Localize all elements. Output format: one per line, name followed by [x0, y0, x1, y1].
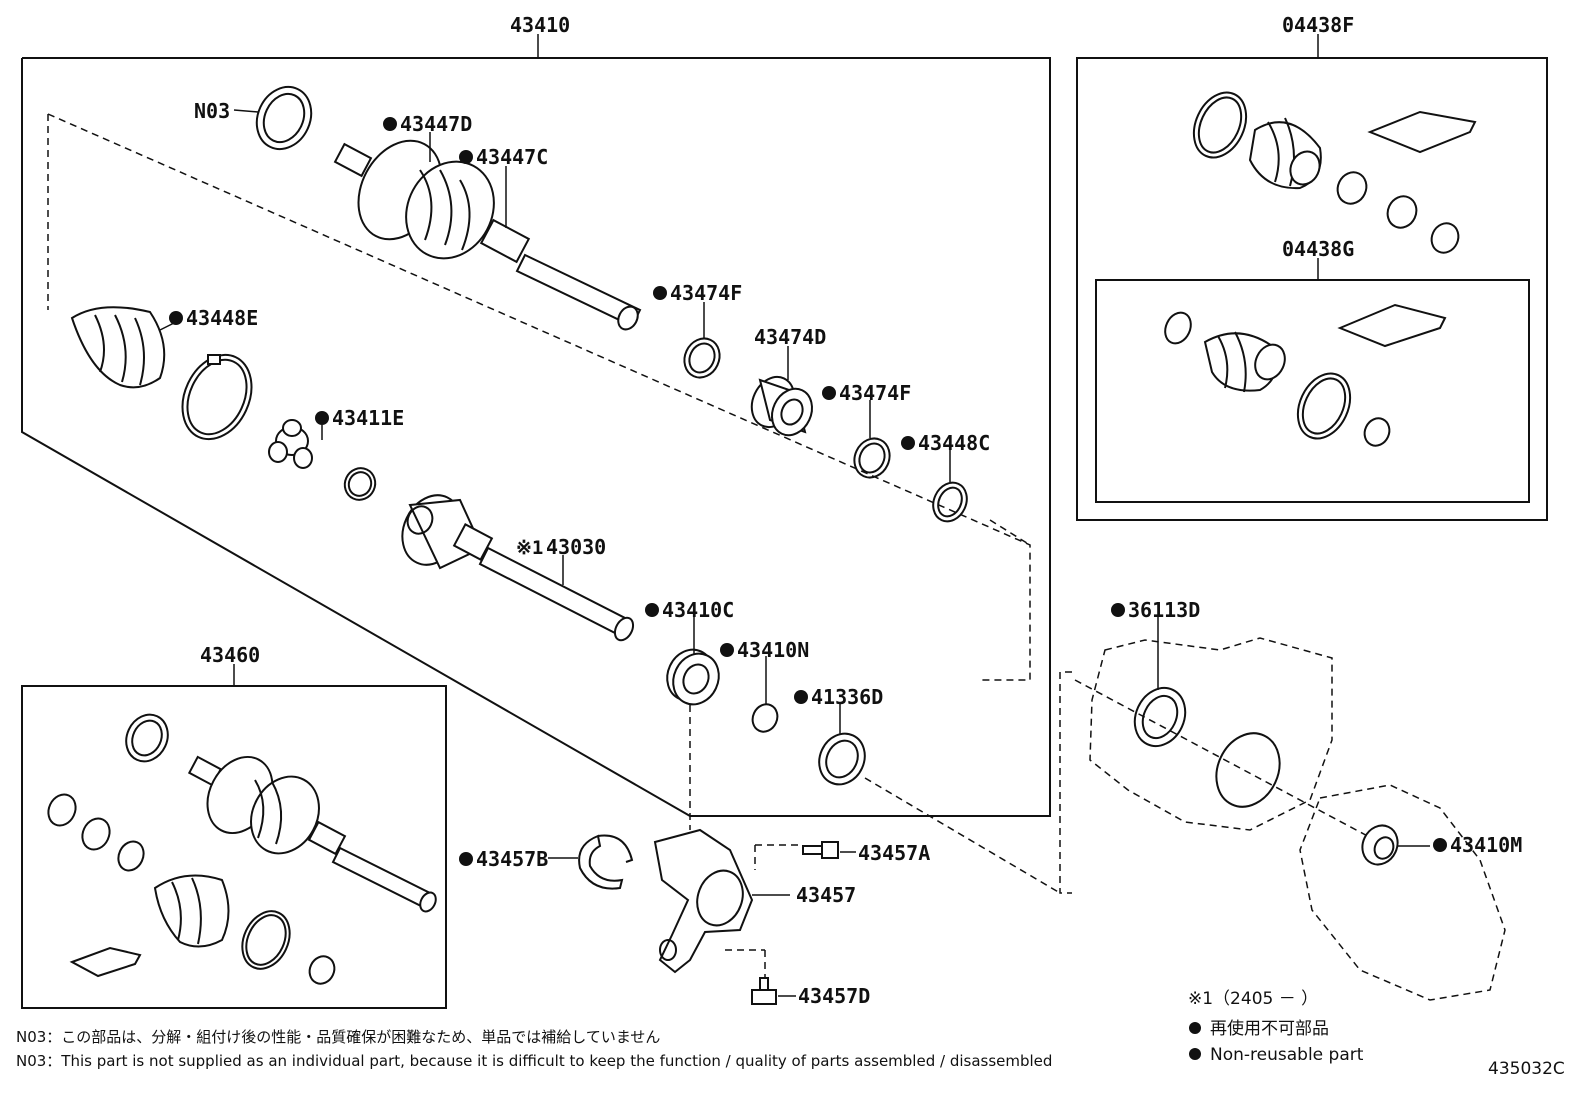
bracket-43457: 43457B 43457 43457A 43457D — [459, 828, 930, 1008]
label-43474F-mid: 43474F — [839, 381, 911, 405]
label-43030-mark: ※1 — [516, 537, 543, 559]
legend-mark1: ※1（2405 － ） — [1188, 989, 1318, 1009]
oil-seal-41336D: 41336D — [794, 685, 1061, 894]
label-36113D: 36113D — [1128, 598, 1200, 622]
diagram-code: 435032C — [1488, 1059, 1565, 1079]
legend-non-reusable-jp: 再使用不可部品 — [1210, 1018, 1329, 1039]
bearing-43410C: 43410C — [645, 598, 734, 830]
damper-43474D: 43474D — [750, 325, 826, 437]
label-43448E: 43448E — [186, 306, 258, 330]
assembly-04438F: 04438F — [1076, 13, 1548, 521]
snap-ring-43410N: 43410N — [720, 638, 809, 733]
clamp-43448C: 43448C — [901, 431, 990, 523]
notes: N03：この部品は、分解・組付け後の性能・品質確保が困難なため、単品では補給して… — [16, 1028, 1052, 1070]
label-43410C: 43410C — [662, 598, 734, 622]
label-n03: N03 — [194, 99, 230, 123]
legend-non-reusable-en: Non-reusable part — [1210, 1045, 1364, 1065]
note-en: N03：This part is not supplied as an indi… — [16, 1052, 1052, 1070]
label-41336D: 41336D — [811, 685, 883, 709]
label-43474D: 43474D — [754, 325, 826, 349]
outboard-joint-shaft: 43447D 43447C — [333, 112, 642, 331]
label-43457A: 43457A — [858, 841, 930, 865]
assembly-43410-label: 43410 — [510, 13, 570, 37]
legend: ※1（2405 － ） 再使用不可部品 Non-reusable part — [1188, 989, 1364, 1065]
ring-43474F-top: 43474F — [653, 281, 742, 379]
assembly-04438G: 04438G — [1095, 237, 1530, 503]
note-jp: N03：この部品は、分解・組付け後の性能・品質確保が困難なため、単品では補給して… — [16, 1028, 660, 1046]
label-43448C: 43448C — [918, 431, 990, 455]
inboard-joint-shaft-43030: ※1 43030 — [401, 494, 635, 642]
label-43447D: 43447D — [400, 112, 472, 136]
assembly-04438F-label: 04438F — [1282, 13, 1354, 37]
label-43457: 43457 — [796, 883, 856, 907]
assembly-43460: 43460 — [21, 643, 447, 1009]
label-43411E: 43411E — [332, 406, 404, 430]
ring-43474F-mid: 43474F — [822, 381, 911, 479]
label-43447C: 43447C — [476, 145, 548, 169]
label-43457D: 43457D — [798, 984, 870, 1008]
label-43410N: 43410N — [737, 638, 809, 662]
label-43410M: 43410M — [1450, 833, 1522, 857]
label-43457B: 43457B — [476, 847, 548, 871]
assembly-43460-label: 43460 — [200, 643, 260, 667]
transaxle-case: 36113D 43410M — [1059, 598, 1522, 1001]
assembly-04438G-label: 04438G — [1282, 237, 1354, 261]
tripod-43411E: 43411E — [268, 406, 404, 501]
label-43474F-top: 43474F — [670, 281, 742, 305]
seal-n03: N03 — [194, 85, 313, 151]
assembly-43410: 43410 — [21, 13, 1051, 817]
boot-43448E: 43448E — [70, 306, 258, 441]
label-43030: 43030 — [546, 535, 606, 559]
